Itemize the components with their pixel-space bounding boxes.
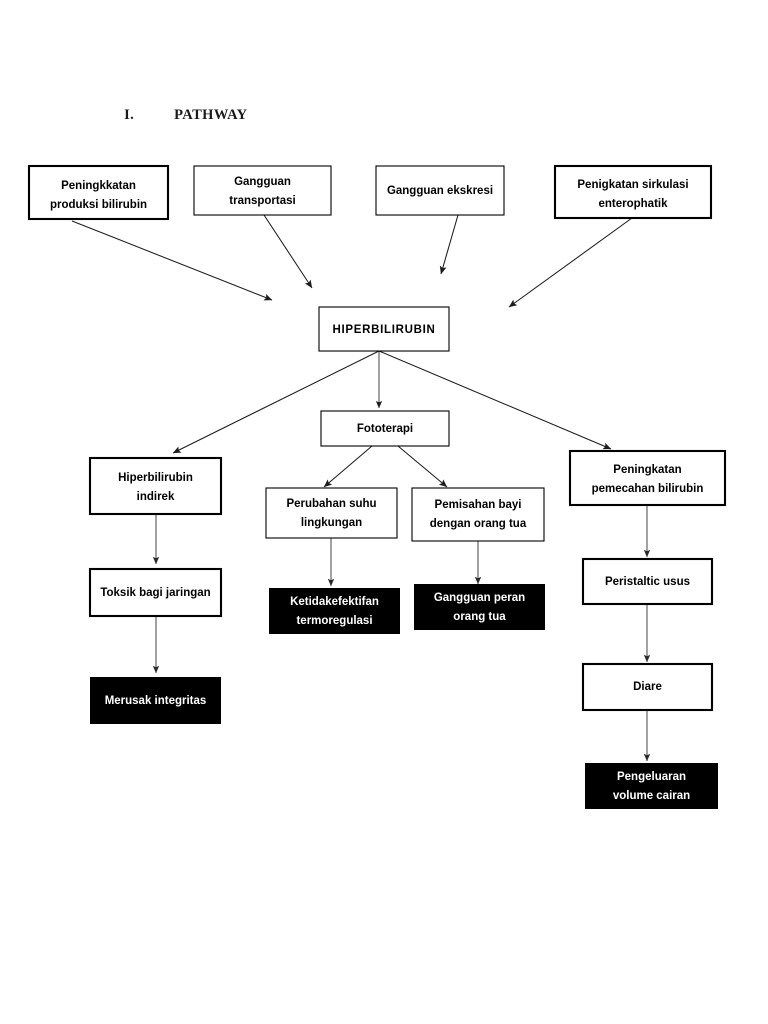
node-label-line: Peningkatan — [613, 464, 681, 476]
node-label-line: Penigkatan sirkulasi — [577, 179, 688, 191]
node-fototerapi[interactable]: Fototerapi — [320, 410, 450, 447]
edge-fototerapi-to-pemisahan-bayi — [397, 445, 448, 488]
node-label-line: Perubahan suhu — [286, 498, 376, 510]
node-perubahan-suhu-lingkungan[interactable]: Perubahan suhu lingkungan — [265, 487, 398, 539]
node-label-line: orang tua — [453, 611, 506, 623]
node-label-line: Gangguan — [234, 176, 291, 188]
node-label-line: pemecahan bilirubin — [592, 483, 704, 495]
node-label-line: termoregulasi — [296, 615, 372, 627]
heading-number: I. — [124, 107, 135, 123]
edge-fototerapi-to-perubahan-suhu — [323, 445, 373, 488]
node-label-line: volume cairan — [613, 790, 690, 802]
node-ketidakefektifan-termoregulasi[interactable]: Ketidakefektifan termoregulasi — [269, 588, 400, 634]
node-label-line: Merusak integritas — [105, 695, 207, 707]
edge-layer — [71, 214, 651, 762]
heading-title: PATHWAY — [174, 107, 248, 123]
node-hiperbilirubin[interactable]: HIPERBILIRUBIN — [318, 306, 450, 352]
edge-hiperbilirubin-to-pemecahan — [378, 350, 612, 450]
edge-ekskresi-to-hiperbilirubin — [439, 214, 459, 275]
node-gangguan-peran-orang-tua[interactable]: Gangguan peran orang tua — [414, 584, 545, 630]
node-pengeluaran-volume-cairan[interactable]: Pengeluaran volume cairan — [585, 763, 718, 809]
node-label-line: dengan orang tua — [430, 518, 527, 530]
node-peningkatan-produksi-bilirubin[interactable]: Peningkkatan produksi bilirubin — [27, 164, 170, 221]
node-label-line: Pemisahan bayi — [435, 499, 522, 511]
node-label-line: lingkungan — [301, 517, 362, 529]
node-label-line: Ketidakefektifan — [290, 596, 379, 608]
edge-enterophatik-to-hiperbilirubin — [508, 217, 633, 308]
node-merusak-integritas[interactable]: Merusak integritas — [90, 677, 221, 724]
node-label-line: produksi bilirubin — [50, 199, 147, 211]
node-peristaltic-usus[interactable]: Peristaltic usus — [581, 557, 714, 606]
node-hiperbilirubin-indirek[interactable]: Hiperbilirubin indirek — [88, 456, 223, 516]
node-label-line: indirek — [137, 491, 175, 503]
node-toksik-bagi-jaringan[interactable]: Toksik bagi jaringan — [88, 567, 223, 618]
edge-hiperbilirubin-to-indirek — [172, 350, 380, 454]
node-label-line: Fototerapi — [357, 423, 413, 435]
node-penigkatan-sirkulasi-enterophatik[interactable]: Penigkatan sirkulasi enterophatik — [553, 164, 713, 220]
node-label-line: transportasi — [229, 195, 295, 207]
node-label-line: Peningkkatan — [61, 180, 136, 192]
node-label-line: Gangguan ekskresi — [387, 185, 493, 197]
node-label-line: Peristaltic usus — [605, 576, 690, 588]
node-label-line: Toksik bagi jaringan — [100, 587, 210, 599]
node-label-line: Pengeluaran — [617, 771, 686, 783]
edge-produksi-to-hiperbilirubin — [71, 220, 273, 301]
node-label-line: HIPERBILIRUBIN — [332, 324, 435, 336]
node-label-line: enterophatik — [598, 198, 668, 210]
edge-transportasi-to-hiperbilirubin — [263, 214, 313, 289]
node-label-line: Gangguan peran — [434, 592, 525, 604]
node-diare[interactable]: Diare — [581, 662, 714, 712]
node-pemisahan-bayi-dengan-orang-tua[interactable]: Pemisahan bayi dengan orang tua — [411, 487, 545, 542]
node-label-line: Hiperbilirubin — [118, 472, 193, 484]
node-gangguan-transportasi[interactable]: Gangguan transportasi — [193, 165, 332, 216]
node-label-line: Diare — [633, 681, 662, 693]
node-peningkatan-pemecahan-bilirubin[interactable]: Peningkatan pemecahan bilirubin — [568, 449, 727, 507]
node-gangguan-ekskresi[interactable]: Gangguan ekskresi — [375, 165, 505, 216]
page-title: I. PATHWAY — [108, 90, 248, 141]
